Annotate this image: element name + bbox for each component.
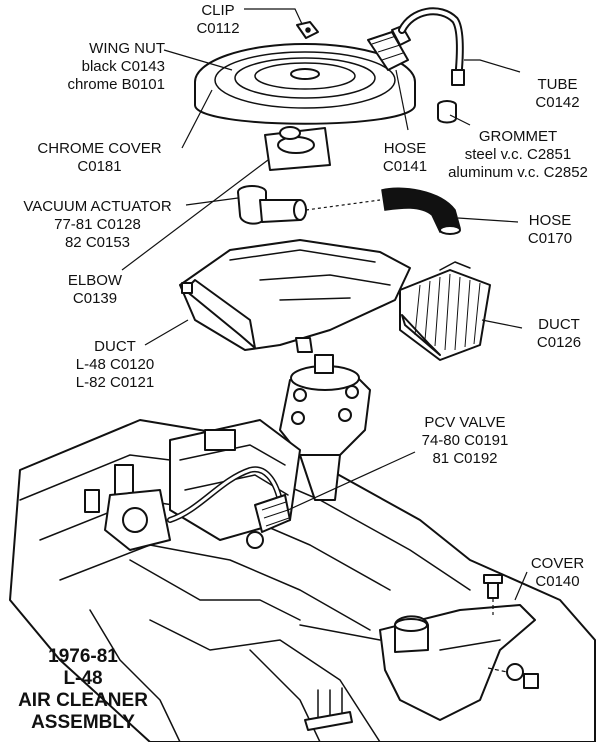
hose-mid-illustration — [305, 187, 461, 235]
air-cleaner-lid-illustration — [194, 43, 416, 171]
label-vacuum-actuator-line1: 77-81 C0128 — [54, 216, 141, 233]
label-duct-left: DUCT L-48 C0120 L-82 C0121 — [65, 338, 165, 392]
title-line2: L-48 — [63, 668, 103, 689]
label-elbow-name: ELBOW — [67, 272, 123, 289]
label-vacuum-actuator-line2: 82 C0153 — [64, 234, 131, 251]
label-grommet-line2: aluminum v.c. C2852 — [448, 164, 588, 181]
label-grommet: GROMMET steel v.c. C2851 aluminum v.c. C… — [438, 128, 598, 182]
label-pcv-valve: PCV VALVE 74-80 C0191 81 C0192 — [410, 414, 520, 468]
label-duct-left-line1: L-48 C0120 — [75, 356, 155, 373]
diagram-title: 1976-81 L-48 AIR CLEANER ASSEMBLY — [8, 646, 158, 734]
label-hose-mid: HOSE C0170 — [515, 212, 585, 248]
label-hose-top-part: C0141 — [382, 158, 428, 175]
label-elbow-part: C0139 — [72, 290, 118, 307]
label-cover-name: COVER — [530, 555, 585, 572]
label-clip-part: C0112 — [196, 20, 240, 37]
tube-illustration — [398, 7, 465, 86]
leader-lines — [121, 8, 528, 601]
label-duct-right-name: DUCT — [538, 316, 580, 333]
pcv-hose-illustration — [167, 466, 291, 549]
stud-bolts-illustration — [304, 687, 353, 731]
distributor-illustration — [279, 354, 371, 501]
label-elbow: ELBOW C0139 — [60, 272, 130, 308]
label-wing-nut: WING NUT black C0143 chrome B0101 — [60, 40, 165, 94]
label-pcv-valve-name: PCV VALVE — [424, 414, 506, 431]
label-grommet-line1: steel v.c. C2851 — [464, 146, 572, 163]
label-cover-part: C0140 — [535, 573, 580, 590]
label-hose-mid-part: C0170 — [527, 230, 573, 247]
vacuum-actuator-illustration — [237, 185, 307, 225]
duct-right-illustration — [399, 261, 491, 361]
label-tube-name: TUBE — [537, 76, 578, 93]
label-vacuum-actuator: VACUUM ACTUATOR 77-81 C0128 82 C0153 — [10, 198, 185, 252]
label-duct-right: DUCT C0126 — [524, 316, 594, 352]
clip-illustration — [296, 21, 319, 39]
label-wing-nut-line1: black C0143 — [81, 58, 165, 75]
label-pcv-valve-line2: 81 C0192 — [432, 450, 498, 467]
label-hose-top: HOSE C0141 — [375, 140, 435, 176]
label-cover: COVER C0140 — [520, 555, 595, 591]
label-grommet-name: GROMMET — [478, 128, 558, 145]
grommet-illustration — [437, 100, 457, 124]
label-duct-right-part: C0126 — [536, 334, 582, 351]
label-tube: TUBE C0142 — [520, 76, 595, 112]
title-line3: AIR CLEANER — [18, 690, 148, 711]
label-chrome-cover-part: C0181 — [77, 158, 122, 175]
label-chrome-cover: CHROME COVER C0181 — [22, 140, 177, 176]
label-tube-part: C0142 — [535, 94, 580, 111]
label-wing-nut-line2: chrome B0101 — [67, 76, 165, 93]
duct-left-illustration — [179, 239, 411, 353]
label-clip: CLIP C0112 — [188, 2, 248, 38]
label-pcv-valve-line1: 74-80 C0191 — [421, 432, 509, 449]
label-vacuum-actuator-name: VACUUM ACTUATOR — [23, 198, 172, 215]
label-hose-mid-name: HOSE — [528, 212, 572, 229]
title-line1: 1976-81 — [48, 646, 118, 667]
label-clip-name: CLIP — [201, 2, 235, 19]
label-duct-left-name: DUCT — [94, 338, 136, 355]
cover-bracket-illustration — [299, 574, 539, 721]
label-wing-nut-name: WING NUT — [89, 40, 165, 57]
hose-top-illustration — [367, 25, 411, 71]
label-chrome-cover-name: CHROME COVER — [37, 140, 162, 157]
title-line4: ASSEMBLY — [31, 712, 135, 733]
label-duct-left-line2: L-82 C0121 — [75, 374, 155, 391]
label-hose-top-name: HOSE — [383, 140, 427, 157]
